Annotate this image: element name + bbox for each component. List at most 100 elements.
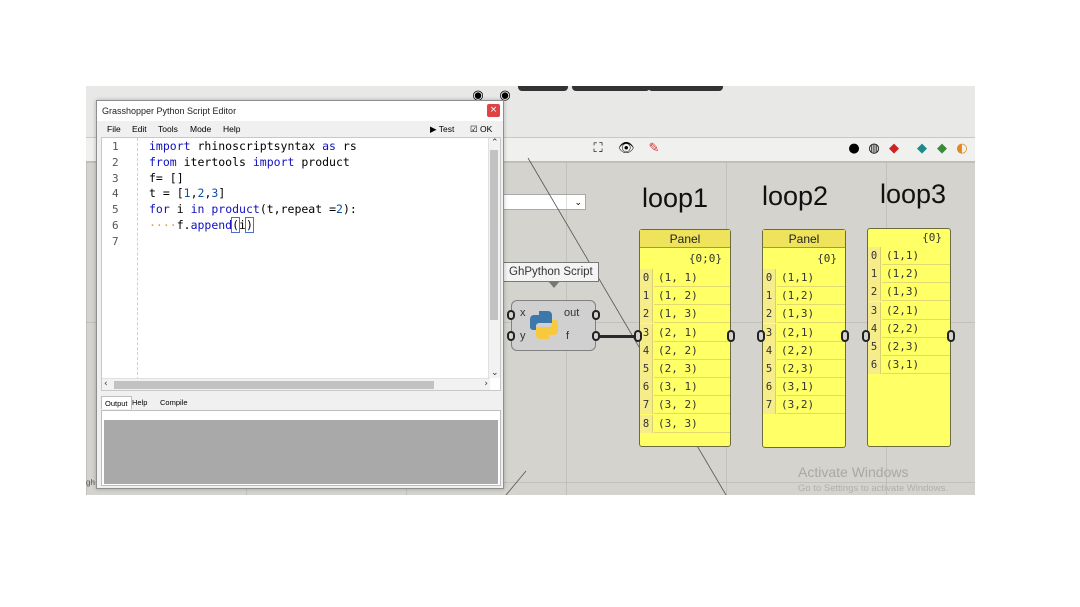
scrollbar-thumb[interactable] xyxy=(114,381,434,389)
scroll-down-icon[interactable]: ⌄ xyxy=(491,368,499,378)
panel-row: 1(1,2) xyxy=(763,287,845,306)
panel-row-index: 4 xyxy=(868,319,881,338)
code-line-4: t = [1,2,3] xyxy=(149,186,226,200)
panel-row-divider xyxy=(882,264,950,265)
panel-row: 4(2,2) xyxy=(868,319,950,338)
toolbar-tab[interactable] xyxy=(572,86,650,91)
panel-row-index: 5 xyxy=(763,360,776,378)
component-icon[interactable]: ◉ xyxy=(472,88,484,103)
vertical-scrollbar[interactable]: ⌃ ⌄ xyxy=(488,138,500,378)
panel-input-grip[interactable] xyxy=(634,330,642,342)
toolbar-tab[interactable] xyxy=(518,86,568,91)
checkmark-icon: ☑ xyxy=(470,124,480,134)
panel-input-grip[interactable] xyxy=(862,330,870,342)
panel-row-divider xyxy=(777,377,845,378)
panel-row: 3(2,1) xyxy=(868,301,950,320)
output-area[interactable] xyxy=(101,410,501,486)
panel-header: Panel xyxy=(763,230,845,248)
panel-row-divider xyxy=(654,304,730,306)
panel-row-index: 2 xyxy=(868,283,881,302)
panel-row-index: 0 xyxy=(763,269,776,287)
preview-icon[interactable]: ◆ xyxy=(889,141,899,156)
panel-output-grip[interactable] xyxy=(727,330,735,342)
panel-row: 0(1, 1) xyxy=(640,269,730,287)
activate-windows-subtitle: Go to Settings to activate Windows. xyxy=(798,483,948,494)
code-line-6: ····f.append(i) xyxy=(149,217,254,233)
panel-row: 5(2,3) xyxy=(763,360,845,378)
panel-row-index: 0 xyxy=(868,247,881,265)
panel-row: 5(2, 3) xyxy=(640,360,730,378)
panel-row-value: (1, 2) xyxy=(658,289,698,303)
panel-row-index: 5 xyxy=(868,338,881,356)
python-logo-icon xyxy=(530,311,558,339)
panel-row-index: 1 xyxy=(640,287,653,306)
panel-output-grip[interactable] xyxy=(947,330,955,342)
test-button[interactable]: ▶ Test xyxy=(430,124,455,134)
panel-row-index: 1 xyxy=(763,287,776,306)
python-script-editor-window[interactable]: Grasshopper Python Script Editor × File … xyxy=(96,100,504,489)
panel-row: 2(1,3) xyxy=(763,305,845,324)
scroll-left-icon[interactable]: ‹ xyxy=(104,379,108,389)
panel-row-value: (1,3) xyxy=(781,307,815,321)
ghpython-component[interactable]: x y out f xyxy=(507,300,600,351)
canvas-label: gh xyxy=(86,478,95,487)
output-content xyxy=(104,420,498,484)
toolbar-tab[interactable] xyxy=(648,86,723,91)
preview-icon[interactable]: ◍ xyxy=(868,141,880,156)
code-token: 2 xyxy=(336,202,343,216)
zoom-extents-icon[interactable]: ⛶ xyxy=(593,141,603,156)
scroll-right-icon[interactable]: › xyxy=(484,379,488,389)
ok-button[interactable]: ☑ OK xyxy=(470,124,493,134)
menu-tools[interactable]: Tools xyxy=(158,124,178,134)
scrollbar-thumb[interactable] xyxy=(490,150,498,320)
panel-row-value: (2, 1) xyxy=(658,325,698,339)
tab-help[interactable]: Help xyxy=(132,398,148,407)
panel-row: 8(3, 3) xyxy=(640,414,730,433)
menu-mode[interactable]: Mode xyxy=(190,124,212,134)
code-token: 1 xyxy=(183,186,191,200)
yellow-panel-3[interactable]: {0}0(1,1)1(1,2)2(1,3)3(2,1)4(2,2)5(2,3)6… xyxy=(867,228,951,447)
panel-input-grip[interactable] xyxy=(757,330,765,342)
code-token: ) xyxy=(244,217,254,233)
output-grip-out[interactable] xyxy=(592,310,600,320)
panel-row: 6(3,1) xyxy=(868,356,950,375)
preview-icon[interactable]: ● xyxy=(848,141,860,156)
horizontal-scrollbar[interactable]: ‹ › xyxy=(102,378,490,390)
input-grip-x[interactable] xyxy=(507,310,515,320)
scroll-up-icon[interactable]: ⌃ xyxy=(491,138,499,148)
panel-row-index: 7 xyxy=(640,396,653,415)
display-icon[interactable]: ◐ xyxy=(956,141,968,156)
panel-row-divider xyxy=(882,282,950,284)
menu-edit[interactable]: Edit xyxy=(132,124,147,134)
yellow-panel-1[interactable]: Panel{0;0}0(1, 1)1(1, 2)2(1, 3)3(2, 1)4(… xyxy=(639,229,731,447)
panel-row: 6(3, 1) xyxy=(640,378,730,397)
close-button[interactable]: × xyxy=(487,104,500,117)
output-f-label: f xyxy=(566,330,570,342)
display-icon[interactable]: ◆ xyxy=(917,141,927,156)
tab-compile[interactable]: Compile xyxy=(160,398,188,407)
panel-row-index: 6 xyxy=(763,378,776,397)
sketch-icon[interactable]: ✎ xyxy=(648,141,660,156)
eye-icon[interactable]: 👁 xyxy=(618,141,635,156)
panel-row: 7(3,2) xyxy=(763,396,845,415)
panel-row-value: (1, 1) xyxy=(658,271,698,284)
code-token: import xyxy=(252,155,295,169)
indent-dots: ···· xyxy=(149,218,177,232)
panel-output-grip[interactable] xyxy=(841,330,849,342)
activate-windows-title: Activate Windows xyxy=(798,464,909,480)
tab-output[interactable]: Output xyxy=(101,396,132,409)
code-editor[interactable]: 1 2 3 4 5 6 7 import rhinoscriptsyntax a… xyxy=(101,137,501,391)
panel-branch-path: {0;0} xyxy=(688,252,722,265)
input-grip-y[interactable] xyxy=(507,331,515,341)
yellow-panel-2[interactable]: Panel{0}0(1,1)1(1,2)2(1,3)3(2,1)4(2,2)5(… xyxy=(762,229,846,448)
panel-row-index: 8 xyxy=(640,414,653,433)
menu-file[interactable]: File xyxy=(107,124,121,134)
menu-help[interactable]: Help xyxy=(223,124,241,134)
input-y-label: y xyxy=(520,330,526,342)
code-token: 2 xyxy=(197,186,205,200)
display-icon[interactable]: ◆ xyxy=(937,141,947,156)
component-icon[interactable]: ◉ xyxy=(499,88,511,103)
output-grip-f[interactable] xyxy=(592,331,600,341)
output-tabs: Output Help Compile xyxy=(101,396,501,409)
